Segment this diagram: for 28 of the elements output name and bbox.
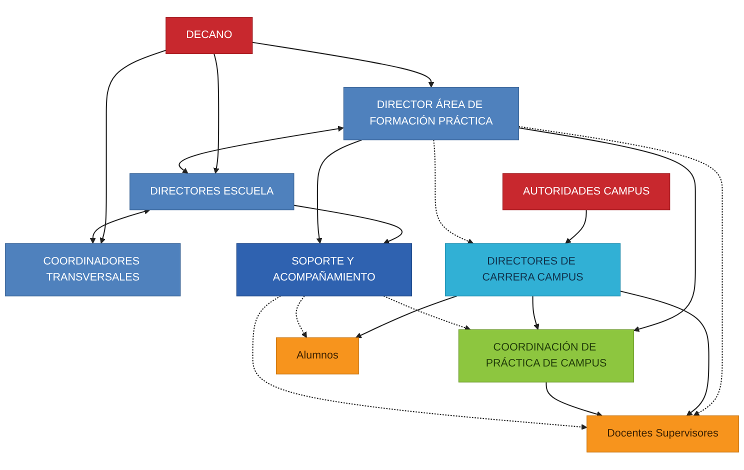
arrow: [518, 128, 696, 332]
node-box: DIRECTOR ÁREA DE FORMACIÓN PRÁCTICA: [343, 87, 520, 140]
arrow: [546, 382, 603, 418]
arrow: [565, 210, 587, 244]
arrow: [90, 208, 150, 244]
node-box: DIRECTORES DE CARRERA CAMPUS: [444, 243, 621, 297]
arrow: [316, 140, 362, 244]
arrow: [518, 126, 723, 416]
arrow: [252, 296, 588, 430]
arrow: [356, 296, 458, 338]
arrow: [620, 290, 710, 416]
arrow: [383, 296, 471, 331]
arrow: [296, 296, 307, 338]
arrow: [214, 54, 220, 174]
node-box: AUTORIDADES CAMPUS: [502, 173, 670, 210]
node-box: Alumnos: [276, 338, 359, 375]
node-box: DECANO: [166, 17, 253, 54]
arrow: [252, 42, 434, 88]
node-box: DIRECTORES ESCUELA: [130, 173, 294, 210]
arrow: [294, 205, 402, 244]
node-box: Docentes Supervisores: [586, 416, 739, 453]
arrow: [178, 126, 344, 174]
arrow: [433, 140, 474, 244]
node-box: COORDINADORES TRANSVERSALES: [5, 243, 181, 297]
arrow: [532, 296, 540, 330]
node-box: SOPORTE Y ACOMPAÑAMIENTO: [236, 243, 412, 297]
arrow: [100, 50, 166, 244]
node-box: COORDINACIÓN DE PRÁCTICA DE CAMPUS: [458, 330, 634, 383]
